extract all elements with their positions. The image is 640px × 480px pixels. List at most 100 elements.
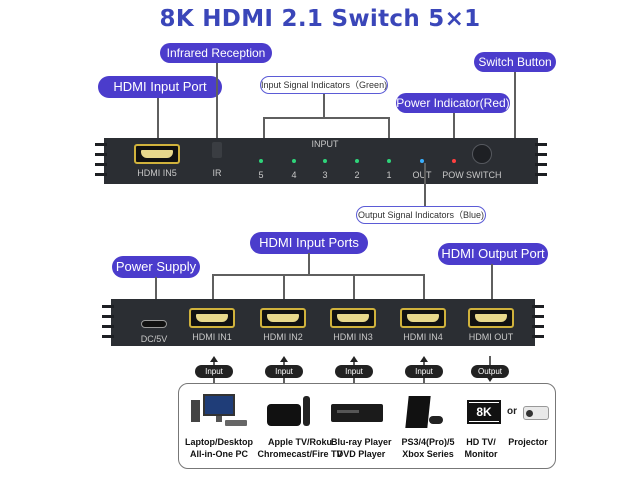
device-label-projector: Projector <box>508 437 548 447</box>
input-arrow-3 <box>350 356 358 362</box>
game-console-icon <box>405 396 431 428</box>
input-number-5: 5 <box>258 170 264 180</box>
device-fin <box>532 305 544 308</box>
callout-switch-button: Switch Button <box>474 52 556 72</box>
connector-line <box>388 117 390 141</box>
hdmi-in4-label: HDMI IN4 <box>403 332 443 342</box>
input-led-1 <box>387 159 391 163</box>
connector-line <box>308 253 310 275</box>
connector-line <box>212 274 214 302</box>
rear-panel: DC/5V HDMI IN1 HDMI IN2 HDMI IN3 HDMI IN… <box>111 299 535 346</box>
input-led-3 <box>323 159 327 163</box>
callout-power-indicator: Power Indicator(Red) <box>396 93 510 113</box>
callout-hdmi-input-ports: HDMI Input Ports <box>250 232 368 254</box>
device-fin <box>535 153 547 156</box>
connector-line <box>263 117 389 119</box>
hdmi-in5-label: HDMI IN5 <box>137 168 177 178</box>
device-fin <box>95 153 107 156</box>
connector-tag-input-3: Input <box>335 365 373 378</box>
page-title: 8K HDMI 2.1 Switch 5×1 <box>159 6 481 32</box>
device-fin <box>95 163 107 166</box>
hdmi-in3-label: HDMI IN3 <box>333 332 373 342</box>
connector-tag-output: Output <box>471 365 509 378</box>
hdmi-in4-port <box>400 308 446 328</box>
device-fin <box>102 325 114 328</box>
or-text: or <box>507 406 517 417</box>
connector-line <box>423 274 425 302</box>
device-fin <box>102 315 114 318</box>
device-fin <box>535 163 547 166</box>
device-fin <box>532 315 544 318</box>
connector-line <box>491 264 493 302</box>
hdmi-in2-port <box>260 308 306 328</box>
power-led <box>452 159 456 163</box>
laptop-desktop-icon <box>189 394 247 428</box>
device-fin <box>532 325 544 328</box>
connector-tag-input-1: Input <box>195 365 233 378</box>
hdmi-in2-label: HDMI IN2 <box>263 332 303 342</box>
connector-line <box>155 277 157 302</box>
input-number-3: 3 <box>322 170 328 180</box>
connector-line <box>514 72 516 154</box>
connector-line <box>453 113 455 153</box>
callout-infrared-reception: Infrared Reception <box>160 43 272 63</box>
input-led-4 <box>292 159 296 163</box>
connector-line <box>323 94 325 118</box>
connector-line <box>263 117 265 141</box>
projector-icon <box>523 406 549 420</box>
device-fin <box>532 335 544 338</box>
connector-line <box>424 163 426 207</box>
hdmi-in5-port <box>134 144 180 164</box>
device-fin <box>102 335 114 338</box>
pow-label: POW <box>442 170 464 180</box>
hdmi-in1-label: HDMI IN1 <box>192 332 232 342</box>
connector-line <box>283 274 285 302</box>
input-number-2: 2 <box>354 170 360 180</box>
switch-button[interactable] <box>472 144 492 164</box>
switch-label: SWITCH <box>466 170 502 180</box>
hdmi-in3-port <box>330 308 376 328</box>
ir-sensor <box>212 142 222 158</box>
input-arrow-1 <box>210 356 218 362</box>
input-number-1: 1 <box>386 170 392 180</box>
connector-tag-input-4: Input <box>405 365 443 378</box>
device-fin <box>535 143 547 146</box>
connector-tag-input-2: Input <box>265 365 303 378</box>
callout-hdmi-output-port: HDMI Output Port <box>438 243 548 265</box>
connector-line <box>212 274 424 276</box>
ir-label: IR <box>212 168 222 178</box>
tv-monitor-icon: 8K <box>467 400 501 424</box>
connector-line <box>157 98 159 142</box>
device-fin <box>102 305 114 308</box>
apple-tv-icon <box>267 396 311 426</box>
device-fin <box>95 173 107 176</box>
out-label: OUT <box>412 170 432 180</box>
callout-power-supply: Power Supply <box>112 256 200 278</box>
callout-input-signal-indicators: Input Signal Indicators（Green) <box>260 76 388 94</box>
callout-hdmi-input-port: HDMI Input Port <box>98 76 222 98</box>
input-arrow-4 <box>420 356 428 362</box>
input-led-2 <box>355 159 359 163</box>
dc-port <box>141 320 167 328</box>
hdmi-out-label: HDMI OUT <box>468 332 514 342</box>
tv-8k-badge: 8K <box>469 403 499 421</box>
input-label: INPUT <box>311 139 339 149</box>
front-panel: HDMI IN5 IR INPUT 5 4 3 2 1 OUT POW SWIT… <box>104 138 538 184</box>
device-fin <box>95 143 107 146</box>
input-number-4: 4 <box>291 170 297 180</box>
callout-output-signal-indicators: Output Signal Indicators（Blue) <box>356 206 486 224</box>
connector-line <box>353 274 355 302</box>
input-led-5 <box>259 159 263 163</box>
input-arrow-2 <box>280 356 288 362</box>
game-controller-icon <box>429 416 443 424</box>
hdmi-out-port <box>468 308 514 328</box>
connector-line <box>216 63 218 141</box>
hdmi-in1-port <box>189 308 235 328</box>
dc-label: DC/5V <box>140 334 168 344</box>
out-led <box>420 159 424 163</box>
device-label-tv: HD TV/Monitor <box>464 437 498 459</box>
device-fin <box>535 173 547 176</box>
